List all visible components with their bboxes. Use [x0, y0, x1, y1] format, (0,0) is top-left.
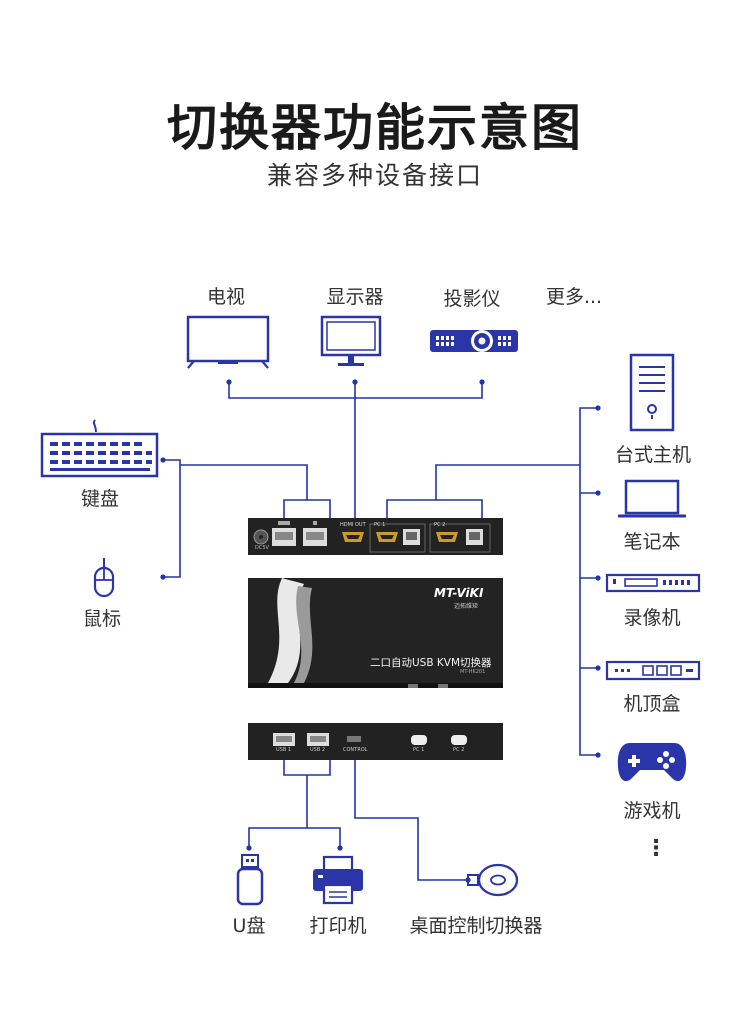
rear-pc2-label: PC 2	[434, 522, 446, 528]
front-pc2-label: PC 2	[453, 747, 465, 753]
front-pc1-label: PC 1	[413, 747, 425, 753]
set-top-box-icon	[605, 660, 701, 681]
keyboard-label: 键盘	[80, 488, 119, 510]
product-name: 二口自动USB KVM切换器	[370, 657, 492, 669]
brand-subtitle: 迈拓维矩	[454, 603, 479, 610]
more-devices-label: 更多...	[545, 286, 603, 308]
desktop-controller-icon	[467, 863, 519, 897]
mouse-label: 鼠标	[82, 608, 121, 630]
laptop-icon	[618, 479, 686, 518]
page-subtitle: 兼容多种设备接口	[266, 161, 483, 190]
usb-drive-icon	[236, 854, 264, 906]
product-model: MT-HK201	[460, 669, 486, 675]
tv-icon	[186, 315, 270, 369]
laptop-label: 笔记本	[623, 531, 681, 553]
gamepad-label: 游戏机	[623, 800, 681, 822]
switch-rear-panel	[248, 518, 503, 555]
brand-logo: MT-ViKI	[434, 586, 484, 600]
monitor-label: 显示器	[326, 286, 384, 308]
printer-icon	[313, 855, 363, 905]
dc-port-label: DC5V	[255, 545, 269, 551]
recorder-icon	[605, 573, 701, 593]
switch-front-panel	[248, 723, 503, 760]
projector-label: 投影仪	[443, 288, 501, 310]
monitor-icon	[320, 315, 382, 366]
recorder-label: 录像机	[623, 607, 681, 629]
gamepad-icon	[617, 743, 687, 782]
tv-label: 电视	[206, 286, 245, 308]
front-control-label: CONTROL	[343, 747, 368, 753]
usb-drive-label: U盘	[232, 915, 266, 937]
projector-icon	[430, 330, 518, 352]
front-usb2-label: USB 2	[310, 747, 326, 753]
desktop-tower-icon	[629, 353, 675, 432]
mouse-icon	[93, 558, 115, 598]
printer-label: 打印机	[309, 915, 367, 937]
front-usb1-label: USB 1	[276, 747, 292, 753]
set-top-box-label: 机顶盒	[623, 693, 681, 715]
desktop-tower-label: 台式主机	[614, 444, 691, 466]
more-right-devices: ⋮	[645, 836, 667, 861]
rear-pc1-label: PC 1	[374, 522, 386, 528]
desktop-controller-label: 桌面控制切换器	[409, 915, 543, 937]
hdmi-out-label: HDMI OUT	[340, 522, 366, 528]
keyboard-icon	[40, 419, 159, 478]
switch-body	[248, 578, 503, 688]
page-title: 切换器功能示意图	[167, 99, 583, 157]
